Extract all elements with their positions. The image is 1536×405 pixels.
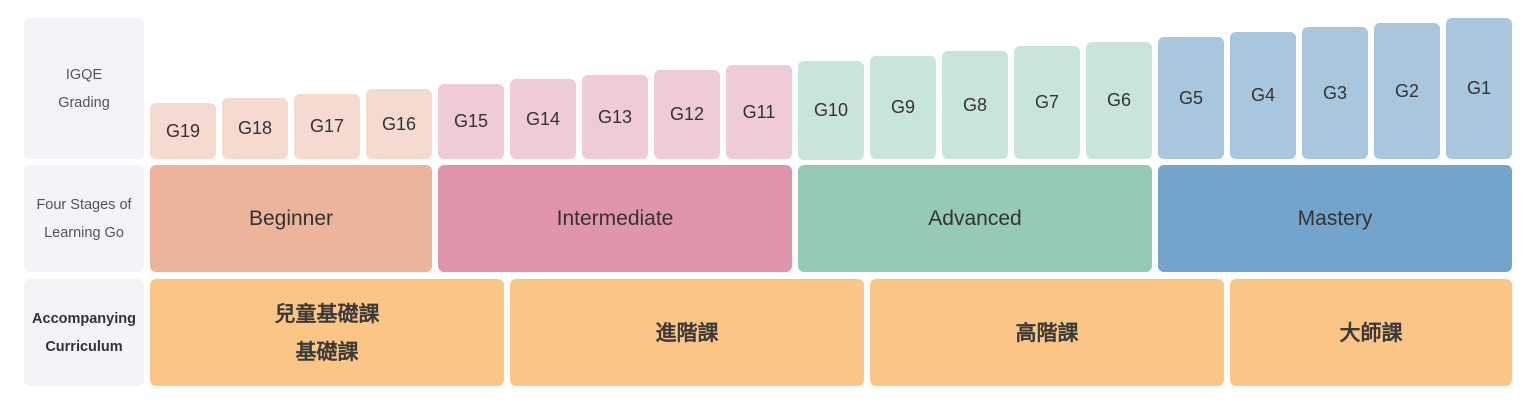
curriculum-label: 大師課 (1339, 320, 1403, 345)
stage-beginner: Beginner (150, 165, 432, 272)
row-label-grading-text: IGQE Grading (58, 66, 110, 111)
grade-label: G13 (597, 106, 633, 127)
stage-label: Beginner (248, 206, 334, 230)
row-label-curriculum: Accompanying Curriculum (24, 279, 144, 386)
stage-label: Advanced (928, 206, 1022, 230)
curriculum-intermediate: 進階課 (510, 279, 864, 386)
grade-label: G11 (742, 101, 776, 122)
grade-label: G16 (381, 113, 417, 134)
stage-mastery: Mastery (1158, 165, 1512, 272)
grade-label: G12 (669, 104, 705, 124)
grade-label: G18 (237, 118, 273, 138)
grade-label: G1 (1466, 78, 1491, 98)
grade-label: G2 (1394, 80, 1419, 101)
grade-box-g5: G5 (1158, 37, 1224, 159)
stage-intermediate: Intermediate (438, 165, 792, 272)
row-label-curriculum-text: Accompanying Curriculum (32, 310, 136, 355)
row-label-stages: Four Stages of Learning Go (24, 165, 144, 272)
grade-label: G15 (453, 111, 489, 131)
grade-label: G19 (165, 120, 201, 141)
grade-label: G8 (962, 94, 987, 115)
grade-box-g14: G14 (510, 79, 576, 159)
grade-label: G5 (1178, 87, 1203, 108)
grade-label: G9 (890, 97, 915, 117)
grade-box-g13: G13 (582, 75, 648, 159)
row-label-grading: IGQE Grading (24, 18, 144, 159)
stage-advanced: Advanced (798, 165, 1152, 272)
grade-box-g2: G2 (1374, 23, 1440, 159)
grade-box-g16: G16 (366, 89, 432, 159)
row-label-stages-text: Four Stages of Learning Go (36, 196, 132, 241)
grade-box-g3: G3 (1302, 27, 1368, 159)
curriculum-label: 兒童基礎課 基礎課 (274, 301, 380, 364)
grade-label: G3 (1322, 82, 1347, 103)
grade-box-g4: G4 (1230, 32, 1296, 159)
grade-box-g17: G17 (294, 94, 360, 159)
grade-box-g12: G12 (654, 70, 720, 159)
grade-box-g9: G9 (870, 56, 936, 159)
grade-label: G4 (1250, 85, 1275, 105)
curriculum-master: 大師課 (1230, 279, 1512, 386)
grade-box-g19: G19 (150, 103, 216, 159)
grade-box-g10: G10 (798, 61, 864, 160)
grade-box-g15: G15 (438, 84, 504, 159)
stage-label: Intermediate (556, 206, 674, 230)
curriculum-advanced: 高階課 (870, 279, 1224, 386)
grade-box-g11: G11 (726, 65, 792, 159)
curriculum-label: 高階課 (1015, 320, 1079, 345)
grade-box-g6: G6 (1086, 42, 1152, 159)
grade-box-g18: G18 (222, 98, 288, 159)
grade-label: G6 (1106, 90, 1131, 110)
curriculum-foundation: 兒童基礎課 基礎課 (150, 279, 504, 386)
grade-label: G10 (813, 100, 849, 120)
grade-box-g1: G1 (1446, 18, 1512, 159)
grade-box-g8: G8 (942, 51, 1008, 159)
grade-box-g7: G7 (1014, 46, 1080, 159)
grade-label: G14 (525, 108, 561, 129)
curriculum-label: 進階課 (655, 320, 719, 345)
grade-label: G17 (309, 116, 345, 136)
stage-label: Mastery (1297, 206, 1373, 230)
grade-label: G7 (1034, 92, 1059, 112)
